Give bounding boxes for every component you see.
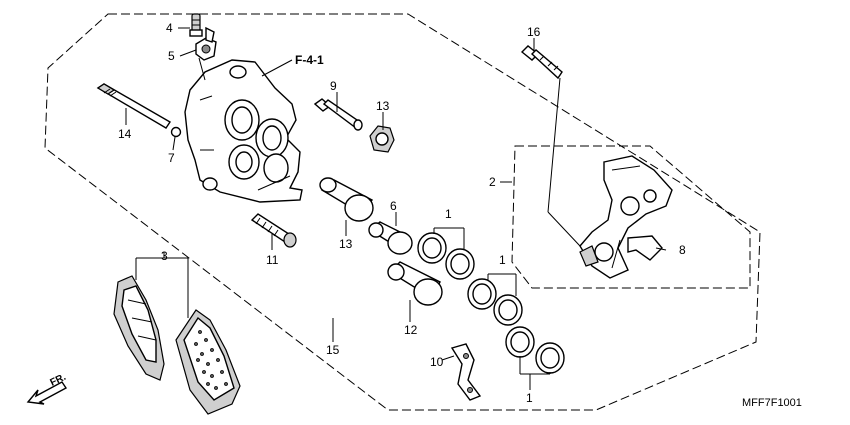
callout-9: 8 xyxy=(679,243,686,257)
nut[interactable] xyxy=(369,125,395,153)
callout-2: 2 xyxy=(489,175,496,189)
callout-1-c: 1 xyxy=(526,391,533,405)
callout-16: 16 xyxy=(527,25,541,39)
assembly-boundary xyxy=(44,13,761,411)
bracket-group-boundary xyxy=(511,145,751,289)
o-ring[interactable] xyxy=(170,126,182,138)
slide-pin-boot[interactable] xyxy=(250,213,297,248)
slide-pin[interactable] xyxy=(96,83,171,129)
piston-small[interactable] xyxy=(368,221,413,255)
brake-pad-rear[interactable] xyxy=(113,275,165,381)
bleeder-screw[interactable] xyxy=(189,13,203,37)
caliper-bracket[interactable] xyxy=(579,155,673,279)
callout-labels: 4 5 F-4-1 14 7 9 13 16 2 8 6 13 11 12 1 … xyxy=(48,21,801,409)
callout-1-b: 1 xyxy=(499,253,506,267)
leader-lines xyxy=(125,27,667,390)
front-direction-arrow xyxy=(26,381,68,405)
mounting-bolt[interactable] xyxy=(520,45,563,80)
bolt[interactable] xyxy=(313,98,363,131)
piston-seal-set-b[interactable] xyxy=(467,278,523,326)
piston-seal-set-a[interactable] xyxy=(417,232,475,280)
pad-friction-texture xyxy=(194,330,228,390)
callout-14: 14 xyxy=(118,127,132,141)
brake-pad-front[interactable] xyxy=(175,309,241,415)
callout-1-a: 1 xyxy=(445,207,452,221)
callout-15: 15 xyxy=(326,343,340,357)
callout-13-lower: 12 xyxy=(404,323,418,337)
bleeder-cap[interactable] xyxy=(195,26,217,61)
callout-8: 7 xyxy=(168,151,175,165)
caliper-body[interactable] xyxy=(184,59,303,203)
pad-spring[interactable] xyxy=(627,235,663,261)
callout-5: 5 xyxy=(168,49,175,63)
piston-lower[interactable] xyxy=(387,261,443,306)
reference-link[interactable]: F-4-1 xyxy=(295,53,324,67)
callout-3: 3 xyxy=(161,249,168,263)
callout-6: 6 xyxy=(390,199,397,213)
piston-upper[interactable] xyxy=(319,177,374,222)
pad-retainer[interactable] xyxy=(450,343,482,401)
piston-seal-set-c[interactable] xyxy=(505,326,565,374)
drawing-code: MFF7F1001 xyxy=(742,397,802,409)
callout-13-upper: 13 xyxy=(339,237,353,251)
callout-10: 9 xyxy=(330,79,337,93)
callout-12: 13 xyxy=(376,99,390,113)
callout-7: 10 xyxy=(430,355,444,369)
callout-4: 4 xyxy=(166,21,173,35)
callout-11: 11 xyxy=(266,253,279,267)
